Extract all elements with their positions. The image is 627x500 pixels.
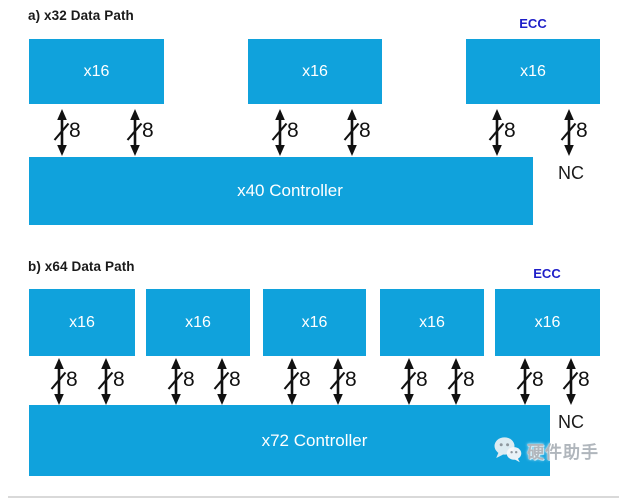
bottom-divider: [8, 496, 619, 498]
double-arrow-icon: [447, 358, 464, 405]
controller-box: x40 Controller: [29, 157, 533, 225]
dram-chip-box: x16: [146, 289, 250, 356]
bus-width-label: 8: [359, 119, 371, 142]
double-arrow-icon: [516, 358, 533, 405]
double-arrow-icon: [97, 358, 114, 405]
dram-chip-box: x16: [495, 289, 600, 356]
dram-chip-box: x16: [29, 39, 164, 104]
bus-width-label: 8: [113, 368, 125, 391]
controller-box: x72 Controller: [29, 405, 550, 476]
double-arrow-icon: [560, 109, 577, 156]
bus-width-label: 8: [183, 368, 195, 391]
bus-width-label: 8: [69, 119, 81, 142]
bus-arrow: 8: [488, 109, 530, 156]
bus-width-label: 8: [142, 119, 154, 142]
bus-arrow: 8: [516, 358, 558, 405]
bus-width-label: 8: [416, 368, 428, 391]
bus-arrow: 8: [447, 358, 489, 405]
bus-arrow: 8: [400, 358, 442, 405]
double-arrow-icon: [488, 109, 505, 156]
ecc-label: ECC: [533, 266, 561, 281]
bus-arrow: 8: [271, 109, 313, 156]
wechat-icon: [494, 437, 522, 463]
bus-arrow: 8: [126, 109, 168, 156]
bus-width-label: 8: [578, 368, 590, 391]
bus-arrow: 8: [213, 358, 255, 405]
bus-arrow: 8: [329, 358, 371, 405]
bus-arrow: 8: [167, 358, 209, 405]
bus-arrow: 8: [560, 109, 602, 156]
bus-width-label: 8: [66, 368, 78, 391]
dram-chip-box: x16: [380, 289, 484, 356]
bus-width-label: 8: [504, 119, 516, 142]
bus-width-label: 8: [299, 368, 311, 391]
watermark: 硬件助手: [493, 436, 623, 464]
bus-width-label: 8: [229, 368, 241, 391]
section-b-title: b) x64 Data Path: [28, 259, 135, 274]
dram-chip-box: x16: [263, 289, 366, 356]
double-arrow-icon: [167, 358, 184, 405]
double-arrow-icon: [343, 109, 360, 156]
dram-chip-box: x16: [248, 39, 382, 104]
dram-chip-box: x16: [29, 289, 135, 356]
bus-arrow: 8: [562, 358, 604, 405]
nc-label: NC: [558, 412, 584, 432]
double-arrow-icon: [271, 109, 288, 156]
bus-arrow: 8: [283, 358, 325, 405]
bus-width-label: 8: [287, 119, 299, 142]
double-arrow-icon: [50, 358, 67, 405]
double-arrow-icon: [400, 358, 417, 405]
double-arrow-icon: [53, 109, 70, 156]
bus-width-label: 8: [532, 368, 544, 391]
bus-arrow: 8: [50, 358, 92, 405]
double-arrow-icon: [562, 358, 579, 405]
ecc-label: ECC: [519, 16, 547, 31]
double-arrow-icon: [213, 358, 230, 405]
bus-arrow: 8: [53, 109, 95, 156]
bus-arrow: 8: [343, 109, 385, 156]
bus-width-label: 8: [463, 368, 475, 391]
bus-width-label: 8: [345, 368, 357, 391]
dram-chip-box: x16: [466, 39, 600, 104]
bus-width-label: 8: [576, 119, 588, 142]
nc-label: NC: [558, 163, 584, 183]
bus-arrow: 8: [97, 358, 139, 405]
double-arrow-icon: [329, 358, 346, 405]
section-a-title: a) x32 Data Path: [28, 8, 134, 23]
double-arrow-icon: [283, 358, 300, 405]
double-arrow-icon: [126, 109, 143, 156]
watermark-text: 硬件助手: [527, 443, 599, 462]
